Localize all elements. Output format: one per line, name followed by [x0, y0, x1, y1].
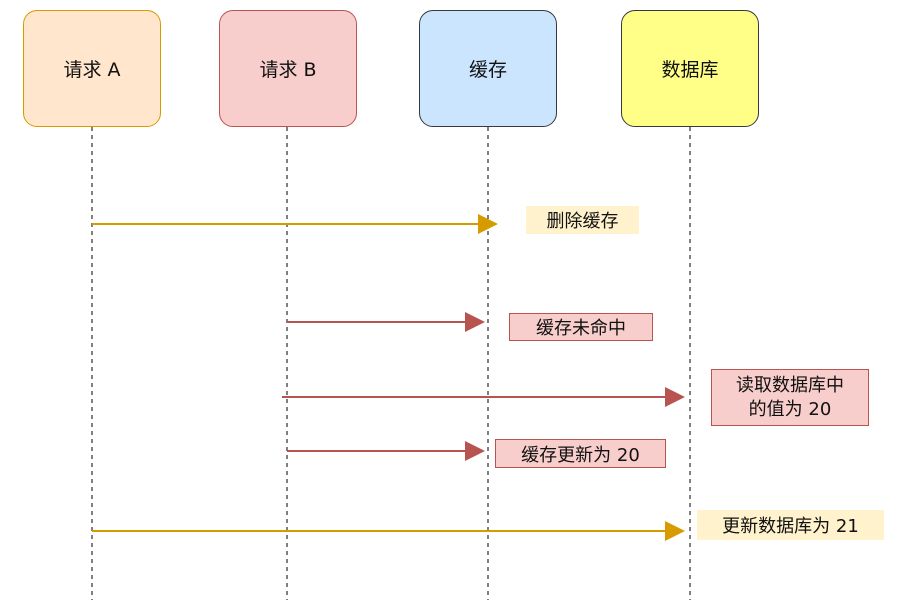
- label-read-database: 读取数据库中 的值为 20: [711, 369, 869, 426]
- label-update-database: 更新数据库为 21: [697, 510, 884, 540]
- label-cache-miss-text: 缓存未命中: [536, 318, 626, 339]
- label-update-cache-text: 缓存更新为 20: [521, 444, 640, 466]
- actor-database-label: 数据库: [661, 59, 719, 81]
- actor-cache: 缓存: [419, 10, 557, 127]
- actor-request-a-label: 请求 A: [63, 59, 121, 81]
- actor-database: 数据库: [621, 10, 759, 127]
- actor-request-a: 请求 A: [23, 10, 161, 127]
- actor-cache-label: 缓存: [468, 59, 507, 81]
- label-delete-cache: 删除缓存: [526, 206, 639, 234]
- actor-request-b-label: 请求 B: [259, 59, 317, 81]
- label-update-database-text: 更新数据库为 21: [722, 516, 859, 537]
- actor-request-b: 请求 B: [219, 10, 357, 127]
- label-delete-cache-text: 删除缓存: [546, 211, 619, 232]
- label-update-cache: 缓存更新为 20: [495, 439, 666, 468]
- label-read-database-line-2: 的值为 20: [748, 398, 832, 420]
- label-read-database-line-1: 读取数据库中: [736, 374, 844, 396]
- label-cache-miss: 缓存未命中: [509, 313, 653, 341]
